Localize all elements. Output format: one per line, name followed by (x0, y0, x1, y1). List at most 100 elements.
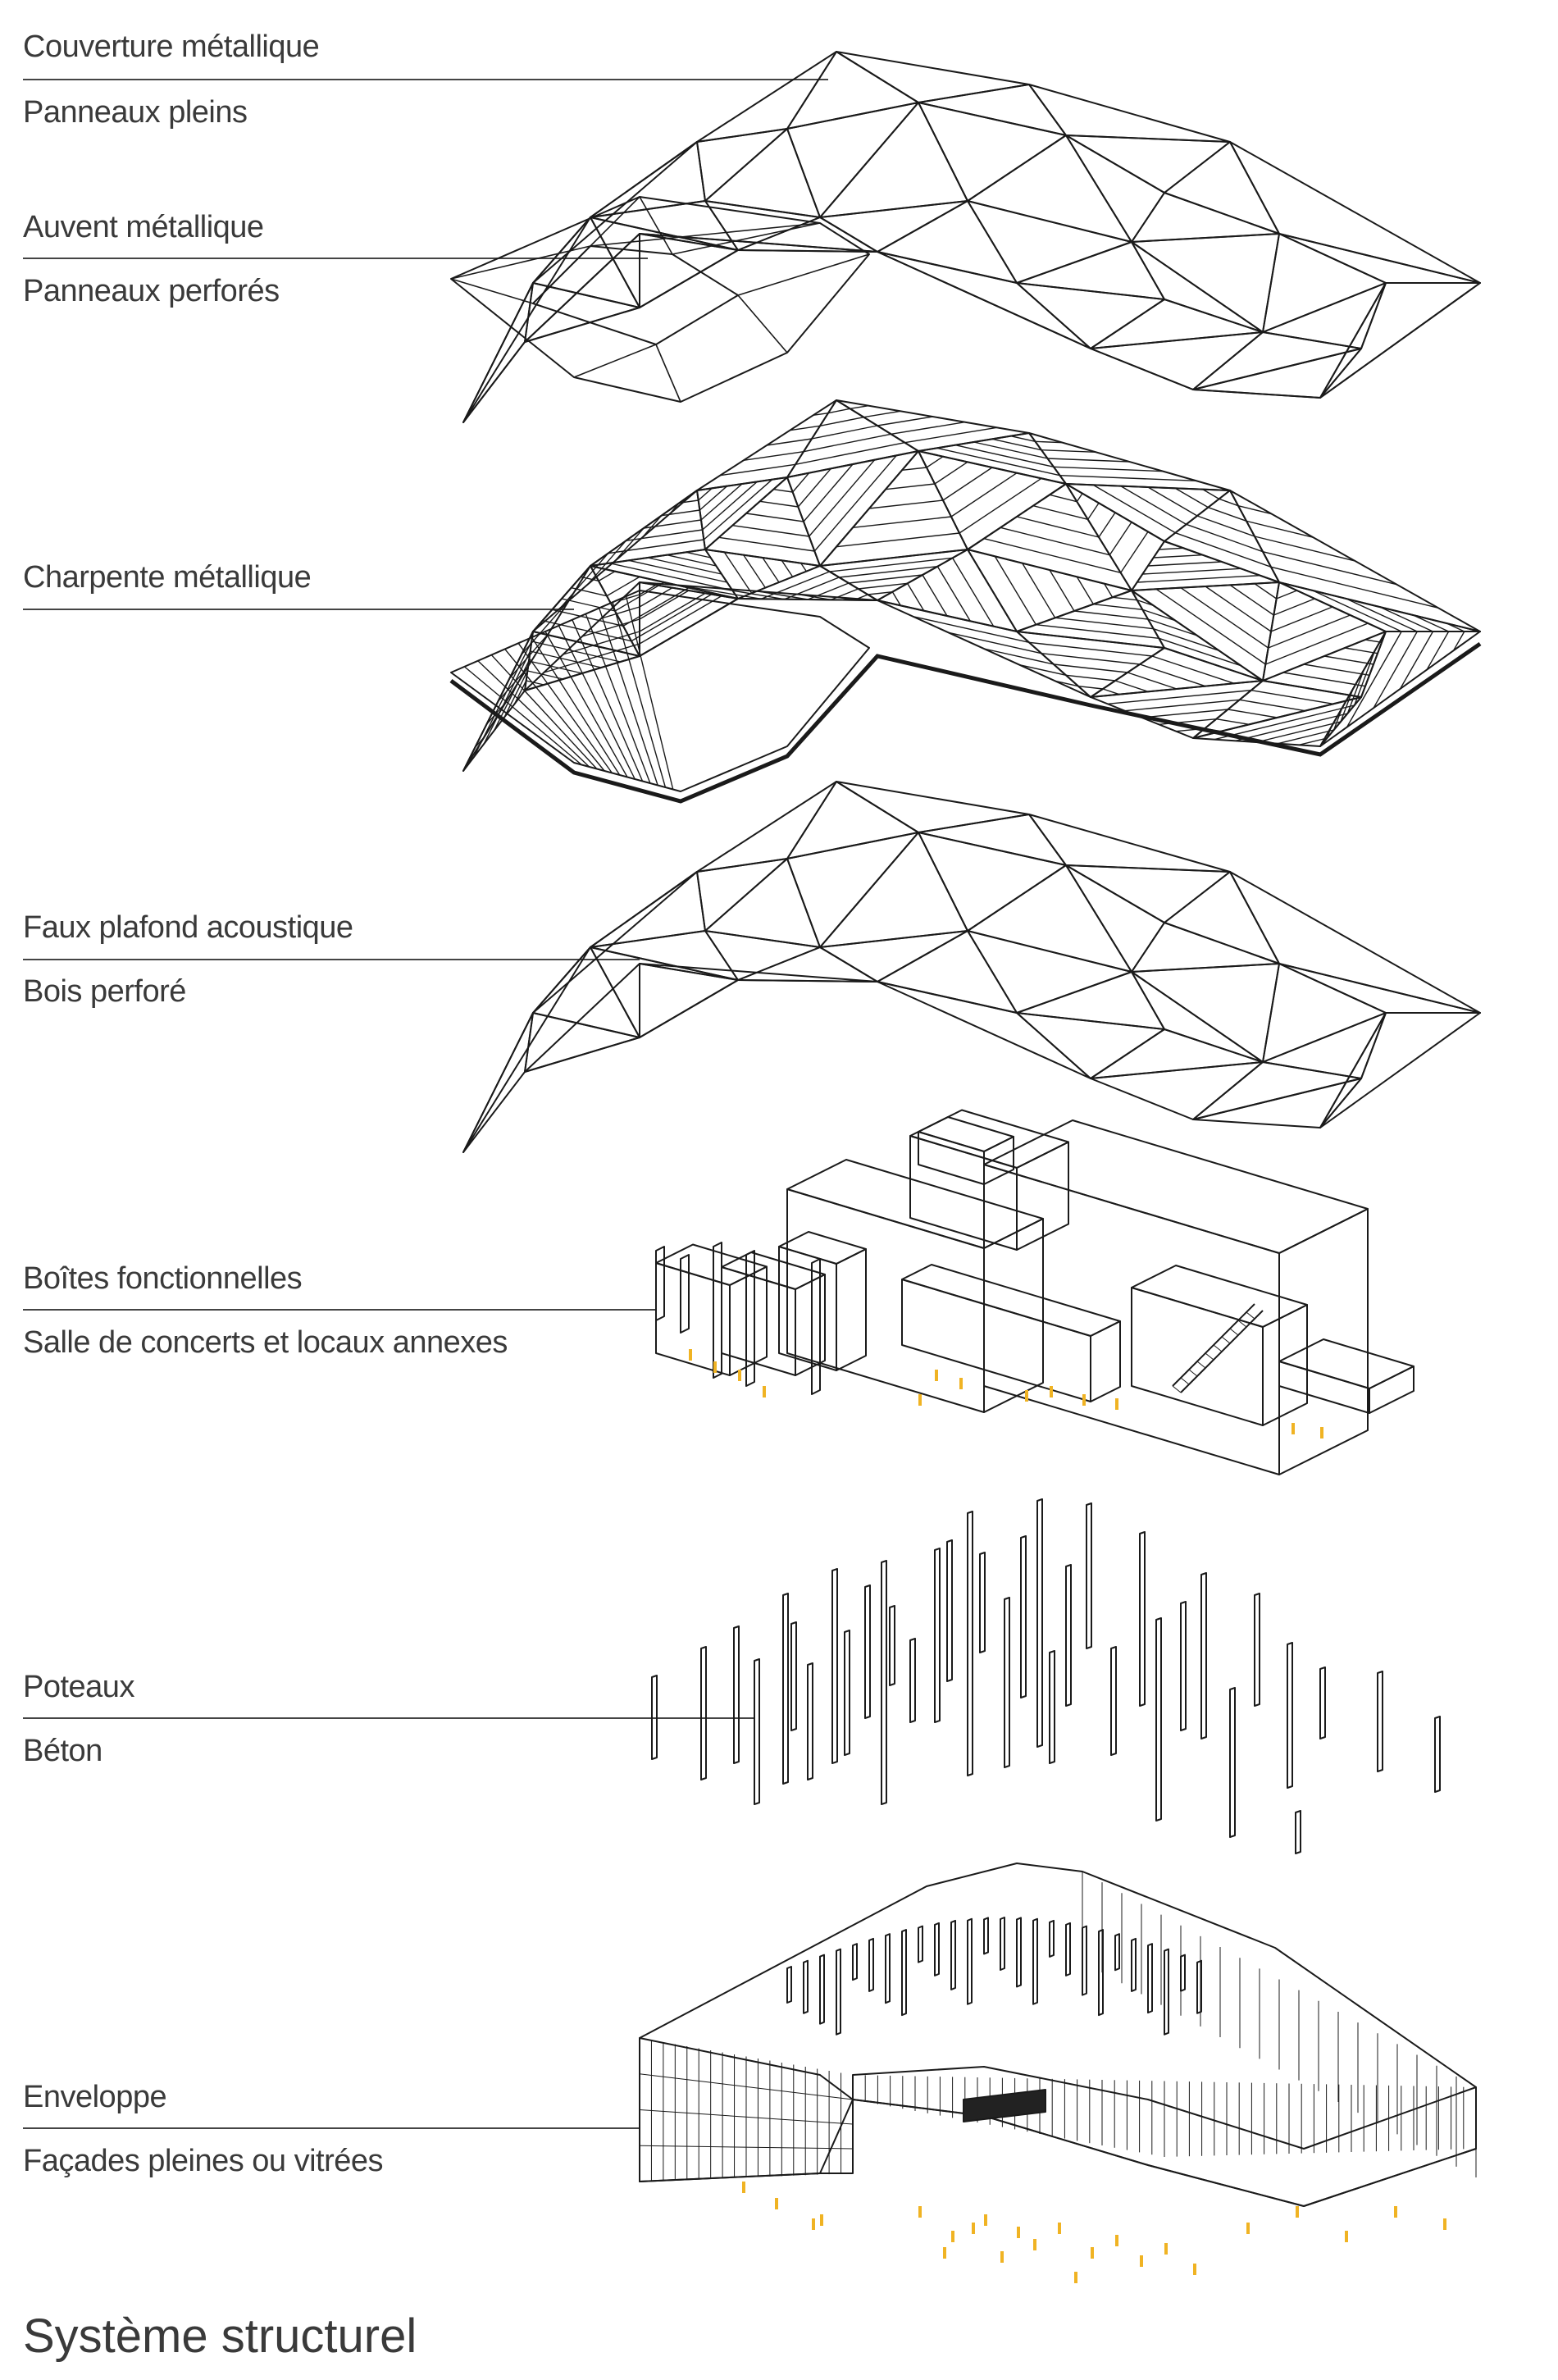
frame-rafter (790, 425, 821, 431)
frame-rafter (1032, 504, 1088, 521)
frame-rafter (643, 519, 702, 529)
frame-rafter (1147, 561, 1223, 567)
frame-rafter (1141, 709, 1228, 718)
frame-rafter (626, 529, 703, 542)
front-band (639, 2073, 854, 2100)
frame-rafter (922, 574, 948, 617)
frame-rafter (1175, 532, 1272, 568)
frame-rafter (848, 574, 923, 584)
ceiling-facet (524, 1012, 640, 1073)
frame-rafter (904, 426, 997, 444)
person-figure (959, 1378, 963, 1389)
front-band (639, 2145, 854, 2150)
label-poteaux: Poteaux (23, 1670, 134, 1704)
person-figure (689, 1349, 692, 1361)
frame-rafter (891, 421, 965, 435)
partition-wall (655, 1246, 665, 1321)
frame-rafter (1413, 614, 1449, 632)
roof-facet (639, 233, 739, 308)
frame-rafter (1208, 507, 1247, 522)
frame-rafter (1053, 663, 1128, 673)
ceiling-facet (1192, 1061, 1362, 1120)
person-figure (1091, 2247, 1094, 2259)
frame-canopy-rafter (490, 654, 598, 769)
concrete-column (1049, 1650, 1055, 1764)
frame-rafter (526, 680, 544, 686)
frame-rafter (1205, 586, 1272, 632)
frame-rafter (631, 592, 714, 642)
left-box-b-side (795, 1274, 826, 1376)
ceiling-facet (462, 946, 591, 1153)
frame-rafter (745, 513, 804, 522)
frame-rafter (679, 584, 762, 600)
stair-block-side (1262, 1304, 1308, 1426)
facade-slit (934, 1922, 940, 1976)
frame-rafter (620, 594, 640, 601)
stair-step (1229, 1328, 1239, 1336)
frame-rafter (839, 565, 938, 578)
pavilion-front (1278, 1361, 1370, 1414)
concrete-column (1065, 1564, 1072, 1707)
ceiling-facet (696, 781, 837, 873)
label-panneaux-perfores: Panneaux perforés (23, 274, 280, 308)
frame-rafter (1073, 610, 1149, 620)
frame-rafter (699, 486, 728, 511)
person-figure (1140, 2255, 1143, 2267)
frame-rafter (913, 615, 1030, 644)
frame-rafter (1270, 606, 1333, 632)
frame-rafter (761, 571, 830, 600)
frame-rafter (1235, 713, 1348, 742)
concert-hall-top (983, 1119, 1369, 1254)
envelope-outline (639, 1863, 1477, 2207)
frame-rafter (813, 412, 829, 417)
facade-slit (1000, 1917, 1005, 1971)
ceiling-facet (918, 814, 1067, 866)
roof-facet (819, 102, 968, 218)
roof-box-front (918, 1131, 985, 1185)
concrete-column (1434, 1716, 1441, 1793)
frame-rafter (994, 555, 1036, 626)
facade-slit (868, 1937, 874, 1992)
frame-rafter (702, 481, 758, 531)
canopy-facet-line (737, 294, 788, 353)
person-figure (918, 1394, 922, 1406)
facade-slit (983, 1917, 989, 1955)
label-facades: Façades pleines ou vitrées (23, 2144, 384, 2178)
person-figure (1320, 1427, 1323, 1438)
facade-slit (1164, 1948, 1169, 2036)
ceiling-facet (1131, 971, 1264, 1063)
frame-rafter (571, 586, 608, 597)
frame-rafter (1265, 622, 1369, 665)
facade-slit (950, 1919, 956, 1990)
facade-slit (1032, 1917, 1038, 2005)
ceiling-facet (590, 946, 739, 1038)
person-figure (1074, 2272, 1077, 2283)
person-figure (1025, 1390, 1028, 1402)
frame-rafter (811, 425, 878, 440)
canopy-facet-line (639, 196, 673, 255)
label-panneaux-pleins: Panneaux pleins (23, 95, 248, 130)
left-box-c-side (836, 1248, 867, 1371)
frame-rafter (1055, 617, 1154, 630)
frame-rafter (936, 566, 971, 622)
frame-rafter (513, 680, 527, 704)
stair-step (1213, 1344, 1223, 1352)
frame-rafter (628, 559, 727, 583)
frame-rafter (700, 483, 743, 521)
frame-rafter (639, 595, 722, 645)
frame-rafter (852, 516, 952, 529)
person-figure (1292, 1423, 1295, 1434)
frame-rafter (641, 515, 663, 538)
frame-rafter (813, 454, 897, 552)
facade-slit (803, 1959, 809, 2014)
frame-canopy (450, 590, 870, 792)
frame-rafter (952, 557, 995, 627)
frame-rafter (1120, 486, 1187, 525)
frame-rafter (1256, 721, 1342, 743)
person-figure (951, 2231, 954, 2242)
frame-rafter (868, 499, 944, 509)
facade-slit (1114, 1933, 1120, 1972)
frame-rafter (836, 532, 960, 548)
